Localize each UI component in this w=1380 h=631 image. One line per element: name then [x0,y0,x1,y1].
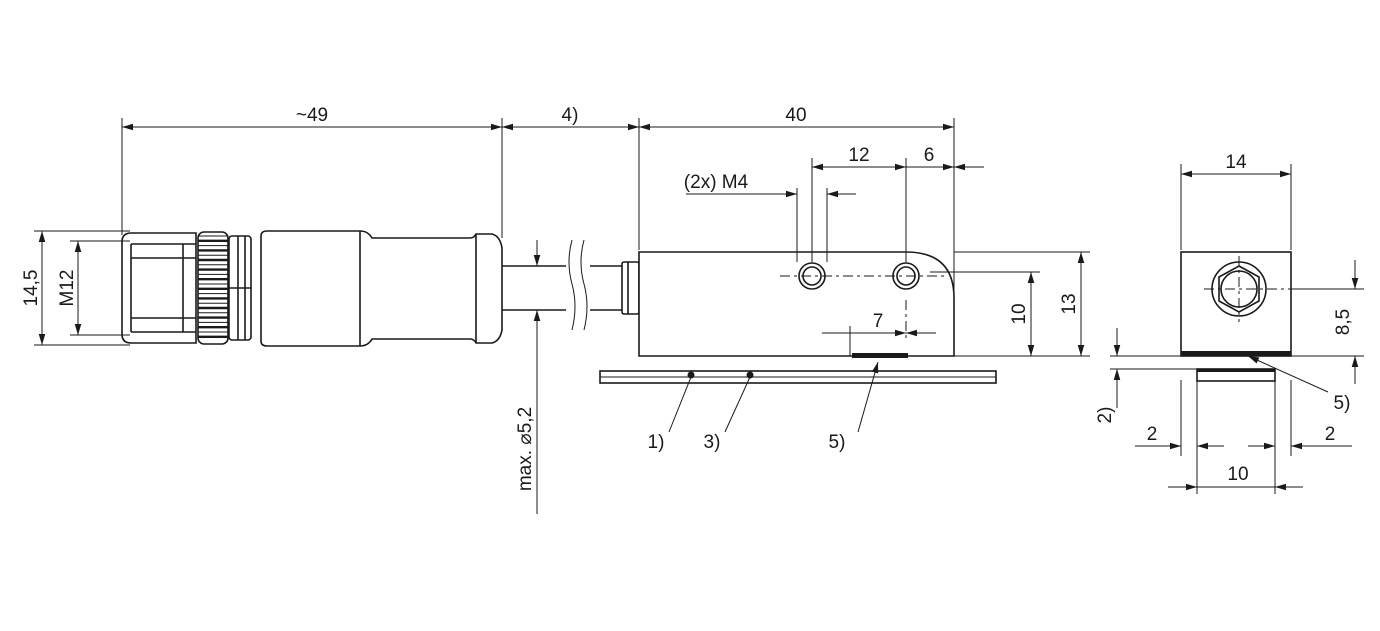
dim-end-margin-right: 2 [1325,424,1336,445]
callout-note-1: 1) [648,432,665,453]
dim-housing-length: 40 [785,105,806,126]
m12-connector [121,230,503,347]
dim-connector-thread: M12 [57,270,78,307]
dim-connector-diameter: 14,5 [21,270,42,307]
callout-note-3: 3) [704,432,721,453]
dim-end-magnet-width: 10 [1227,464,1248,485]
callout-labels: 1) 3) 5) 5) [648,393,1351,453]
sensor-housing [621,251,955,358]
dimension-lines [34,118,1364,514]
dim-end-margin-left: 2 [1147,424,1158,445]
knurl-ring [198,235,228,338]
dim-hole-spacing: 12 [848,145,869,166]
dim-end-width: 14 [1225,152,1247,173]
cable [502,239,622,331]
dim-height-body: 10 [1009,303,1030,324]
dim-end-hole-height: 8,5 [1333,309,1354,335]
dim-height-total: 13 [1059,293,1080,314]
profile-rail [599,370,997,384]
dim-cable-length-connector: ~49 [296,105,328,126]
dim-sensing-offset: 7 [873,311,884,332]
dim-end-gap: 2) [1095,407,1116,424]
callout-note-5-side: 5) [829,432,846,453]
dim-hole-edge: 6 [924,145,935,166]
sensor-end-view [1180,251,1300,382]
callout-note-5-end: 5) [1334,393,1351,414]
dimension-labels: ~49 4) 40 12 6 (2x) M4 7 14,5 M12 max. ⌀… [21,105,1354,491]
dim-thread: (2x) M4 [684,172,749,193]
dim-cable-diameter: max. ⌀5,2 [515,407,536,491]
dim-cable-note: 4) [562,105,579,126]
